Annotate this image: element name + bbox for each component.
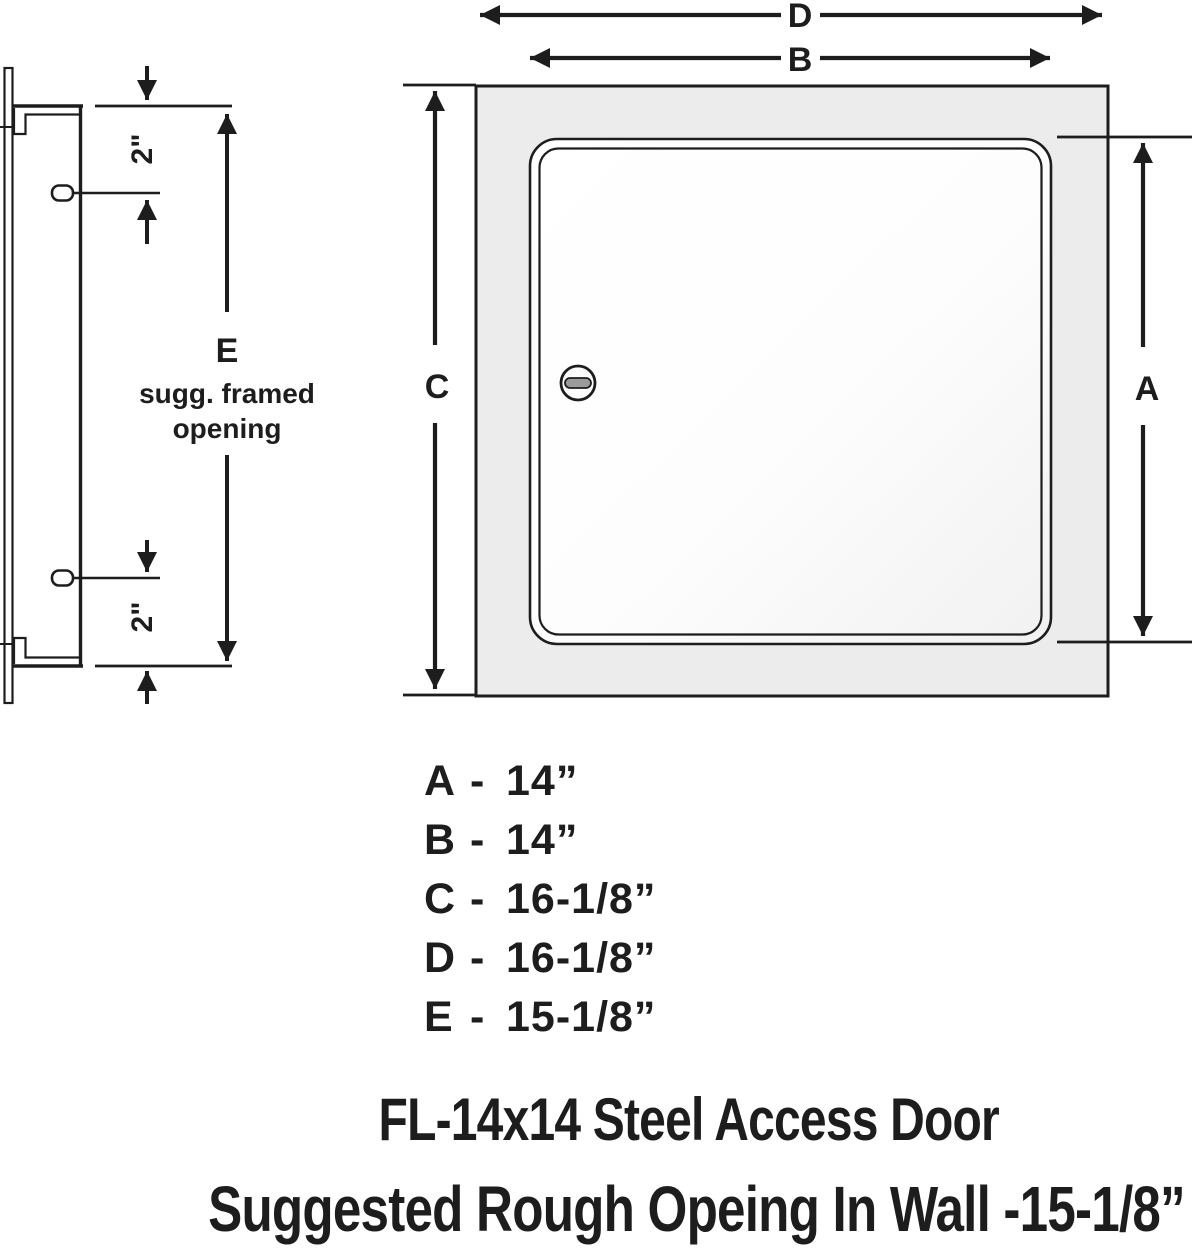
legend-dash: - [470,993,485,1041]
legend-row-b: B - 14” [424,811,656,870]
legend-value: 16-1/8” [506,934,657,982]
legend-value: 16-1/8” [506,875,657,923]
dim-e-caption-line2: opening [172,413,282,444]
front-view [403,4,1192,698]
legend-row-e: E - 15-1/8” [424,988,656,1047]
legend-row-c: C - 16-1/8” [424,870,656,929]
dim-label-2in-top: 2" [126,133,159,165]
legend-letter: C [424,875,456,923]
dim-label-d: D [787,0,813,35]
legend-value: 15-1/8” [506,993,657,1041]
legend-row-a: A - 14” [424,752,656,811]
legend-dash: - [470,757,485,805]
dim-label-a: A [1134,370,1160,408]
mounting-hole-bottom [50,569,75,587]
dim-e-caption-line1: sugg. framed [139,378,315,409]
legend-letter: E [424,993,453,1041]
legend-letter: A [424,757,456,805]
legend-letter: D [424,934,456,982]
legend-value: 14” [506,757,579,805]
diagram-lineart [0,4,1192,705]
rough-opening-note: Suggested Rough Opeing In Wall -15-1/8” [0,1172,1194,1246]
legend-row-d: D - 16-1/8” [424,929,656,988]
legend-letter: B [424,816,456,864]
dimension-legend: A - 14” B - 14” C - 16-1/8” D - 16-1/8” … [424,752,656,1047]
legend-value: 14” [506,816,579,864]
rough-opening-note-text: Suggested Rough Opeing In Wall -15-1/8” [208,1173,1186,1245]
legend-dash: - [470,875,485,923]
legend-dash: - [470,934,485,982]
wall-strip [3,66,14,705]
door-panel-outer [528,137,1053,646]
product-title: FL-14x14 Steel Access Door [0,1085,1194,1154]
dim-e-caption: sugg. framed opening [139,376,315,446]
dim-label-2in-bottom: 2" [126,601,159,633]
frame-top-hook [12,108,79,136]
side-view [0,66,237,705]
frame-bottom-hook [12,636,79,664]
door-panel-inner [538,147,1043,636]
product-title-text: FL-14x14 Steel Access Door [378,1086,1000,1153]
dim-label-b: B [787,41,813,79]
legend-dash: - [470,816,485,864]
dim-label-c: C [424,368,450,406]
cam-latch-slot [564,377,592,389]
dim-label-e: E [215,332,239,370]
mounting-hole-top [50,184,75,202]
